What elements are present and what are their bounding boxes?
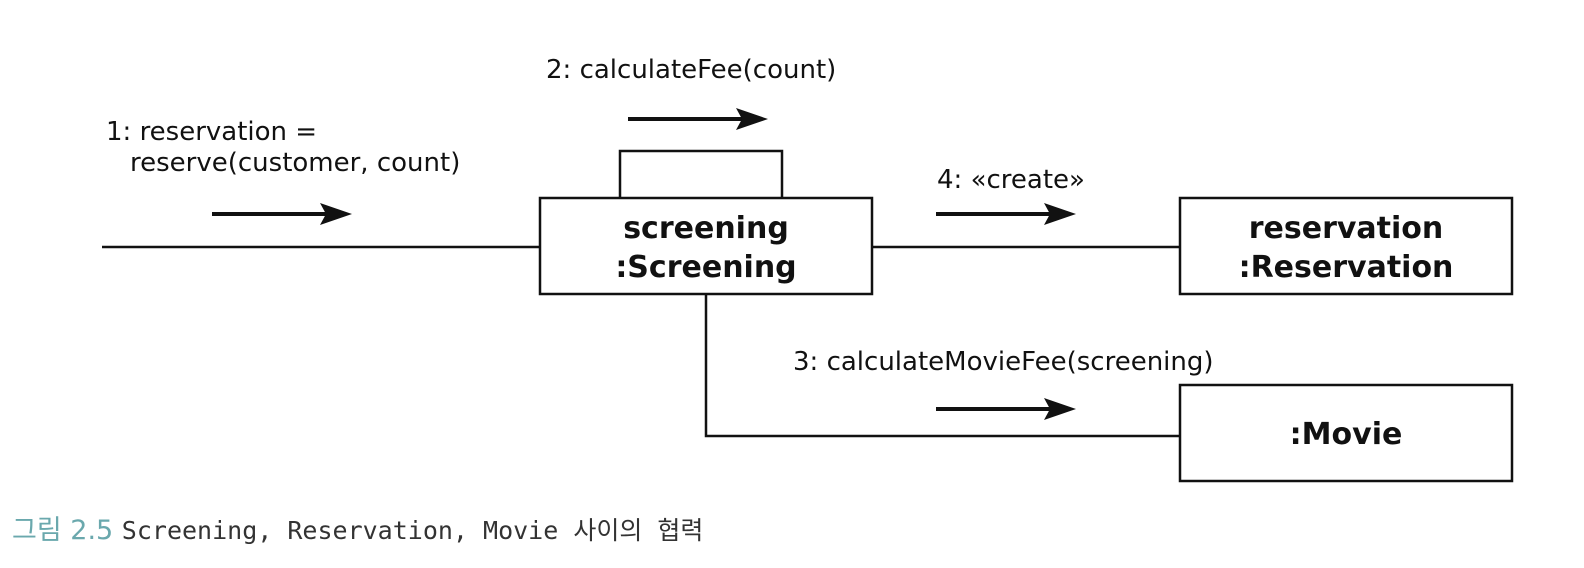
figure-caption-label: 그림 2.5	[12, 515, 114, 546]
screening-object-name: screening	[623, 211, 789, 246]
screening-object-class: :Screening	[615, 250, 796, 285]
movie-object: :Movie	[1178, 383, 1514, 483]
message-1-arrow	[212, 203, 352, 225]
reservation-object-class: :Reservation	[1239, 250, 1454, 285]
message-2-arrow	[628, 108, 768, 130]
figure-caption-text: Screening, Reservation, Movie 사이의 협력	[121, 516, 704, 545]
message-4-arrow	[936, 203, 1076, 225]
figure-caption: 그림 2.5 Screening, Reservation, Movie 사이의…	[12, 508, 703, 547]
screening-object: screening :Screening	[538, 196, 874, 296]
collaboration-diagram: screening :Screening reservation :Reserv…	[102, 55, 1514, 483]
message-1-label-line2: reserve(customer, count)	[130, 148, 460, 178]
reservation-object: reservation :Reservation	[1178, 196, 1514, 296]
message-3-arrow	[936, 398, 1076, 420]
screening-movie-link	[704, 294, 1180, 438]
message-1-label-line1: 1: reservation =	[106, 117, 317, 147]
self-link	[618, 149, 784, 198]
message-2-label: 2: calculateFee(count)	[546, 55, 836, 85]
message-4-label: 4: «create»	[937, 165, 1085, 195]
message-3-label: 3: calculateMovieFee(screening)	[793, 347, 1214, 377]
movie-object-class: :Movie	[1290, 417, 1403, 452]
reservation-object-name: reservation	[1249, 211, 1444, 246]
